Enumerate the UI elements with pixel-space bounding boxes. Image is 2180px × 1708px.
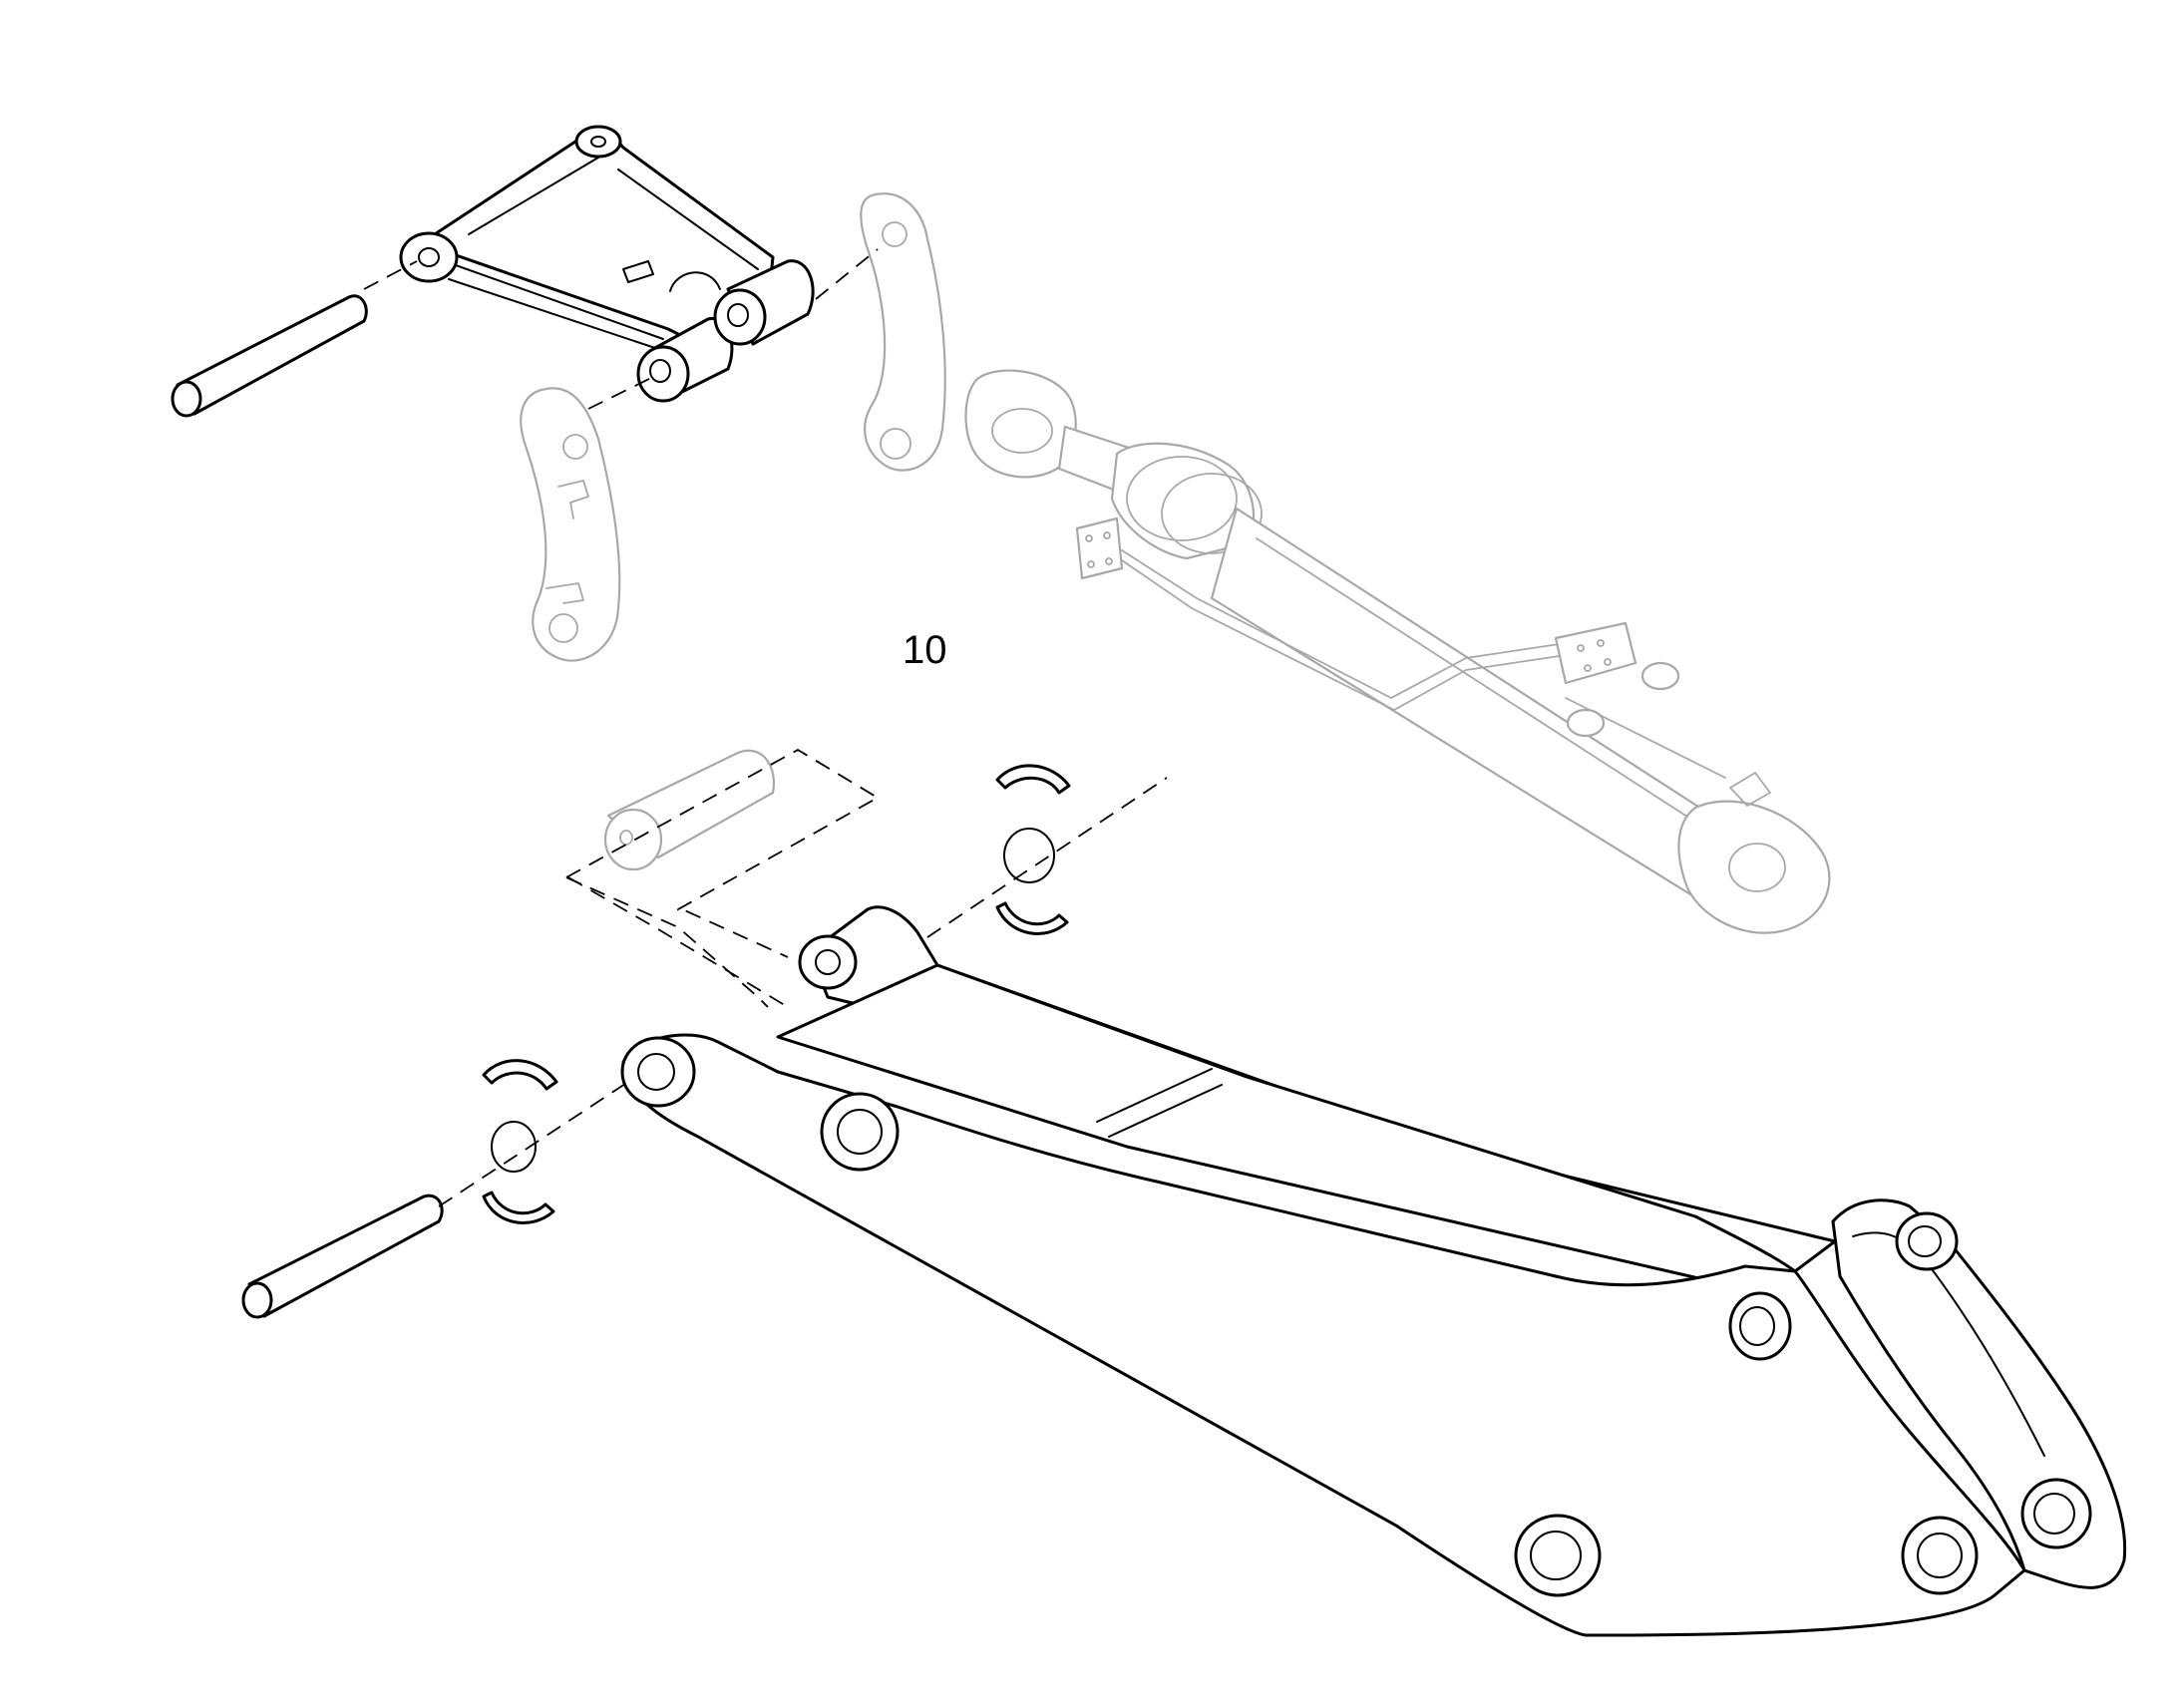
split-ring-set-lower xyxy=(482,1059,558,1224)
guide-link-frame xyxy=(399,125,815,403)
callout-label: 10 xyxy=(903,628,947,672)
pin-top xyxy=(171,294,368,418)
assembly-guide-lines xyxy=(363,248,1168,1207)
hydraulic-cylinder xyxy=(964,369,1831,934)
link-plate-right xyxy=(860,192,946,472)
pin-lower xyxy=(241,1194,444,1319)
split-ring-set-upper xyxy=(995,764,1071,935)
spacer-bushing xyxy=(603,749,776,871)
main-arm xyxy=(620,905,2127,1637)
link-plate-left xyxy=(520,387,621,662)
